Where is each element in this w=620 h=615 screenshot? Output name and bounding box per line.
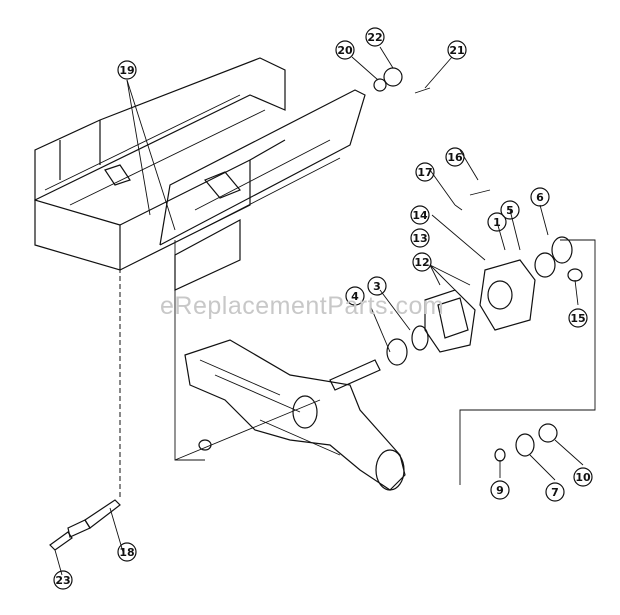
callout-4: 4 xyxy=(345,286,365,306)
callout-label: 6 xyxy=(536,191,544,204)
callout-18: 18 xyxy=(117,542,137,562)
callout-label: 7 xyxy=(551,486,559,499)
callout-label: 3 xyxy=(373,280,381,293)
axle-housing xyxy=(174,240,406,491)
lower-right-parts xyxy=(494,423,558,462)
cylinder-group xyxy=(386,189,596,485)
callout-label: 15 xyxy=(570,312,585,325)
callout-label: 16 xyxy=(447,151,463,164)
callout-label: 14 xyxy=(412,209,428,222)
callout-label: 4 xyxy=(351,290,359,303)
callout-17: 17 xyxy=(415,162,435,182)
callout-9: 9 xyxy=(490,480,510,500)
callout-label: 12 xyxy=(414,256,429,269)
callout-label: 20 xyxy=(337,44,353,57)
callout-22: 22 xyxy=(365,27,385,47)
callout-15: 15 xyxy=(568,308,588,328)
callout-label: 19 xyxy=(119,64,134,77)
callout-label: 1 xyxy=(493,216,501,229)
top-hardware xyxy=(373,67,431,94)
callout-label: 9 xyxy=(496,484,504,497)
callouts: 19 20 22 21 16 17 14 13 12 1 5 6 15 4 3 … xyxy=(53,27,593,590)
callout-5: 5 xyxy=(500,200,520,220)
callout-label: 10 xyxy=(575,471,591,484)
callout-6: 6 xyxy=(530,187,550,207)
callout-7: 7 xyxy=(545,482,565,502)
callout-label: 18 xyxy=(119,546,134,559)
pivot-pin xyxy=(49,260,121,551)
watermark-text: eReplacementParts.com xyxy=(160,292,445,320)
callout-16: 16 xyxy=(445,147,465,167)
callout-13: 13 xyxy=(410,228,430,248)
callout-14: 14 xyxy=(410,205,430,225)
callout-12: 12 xyxy=(412,252,432,272)
callout-21: 21 xyxy=(447,40,467,60)
callout-1: 1 xyxy=(487,212,507,232)
callout-label: 23 xyxy=(55,574,70,587)
frame-assembly xyxy=(34,57,366,291)
callout-10: 10 xyxy=(573,467,593,487)
callout-label: 17 xyxy=(417,166,432,179)
callout-label: 21 xyxy=(449,44,464,57)
callout-label: 13 xyxy=(412,232,427,245)
callout-3: 3 xyxy=(367,276,387,296)
callout-19: 19 xyxy=(117,60,137,80)
callout-20: 20 xyxy=(335,40,355,60)
callout-label: 5 xyxy=(506,204,514,217)
callout-23: 23 xyxy=(53,570,73,590)
callout-label: 22 xyxy=(367,31,382,44)
